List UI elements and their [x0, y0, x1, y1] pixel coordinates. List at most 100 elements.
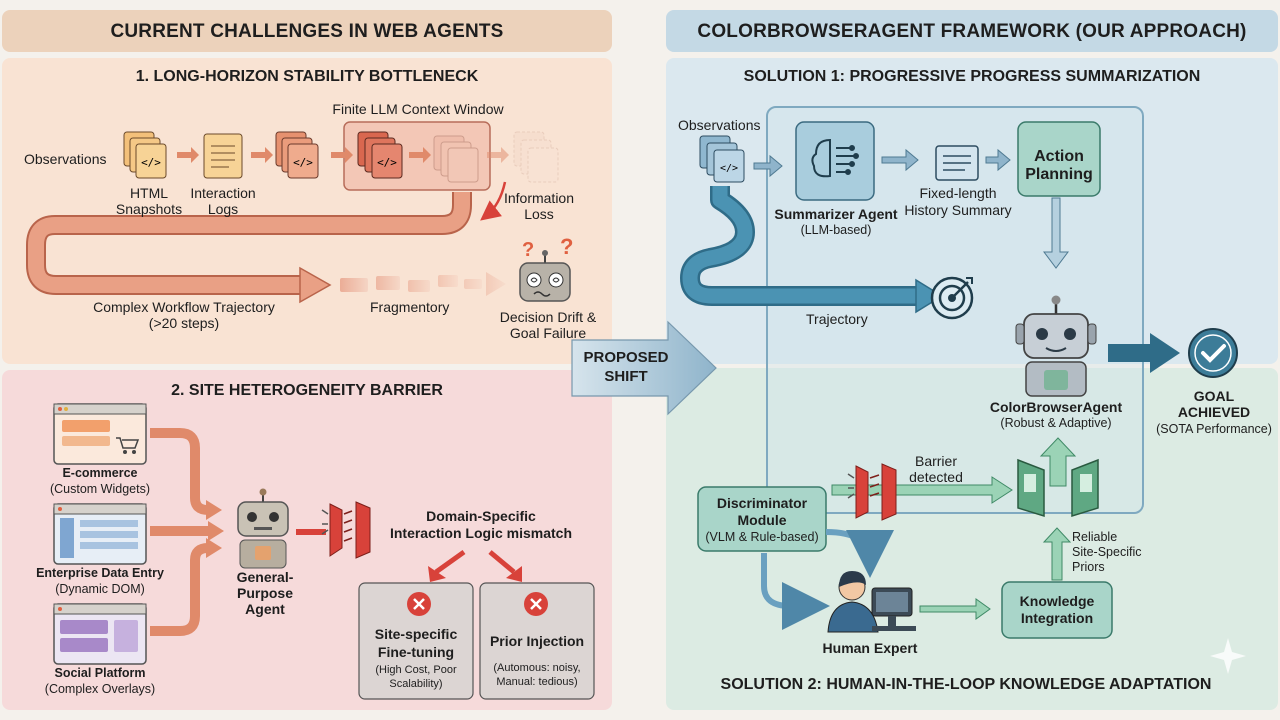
- door-icon: [1017, 458, 1099, 518]
- summarizer-name: Summarizer Agent: [774, 206, 898, 222]
- interaction-logs-label-2: Logs: [207, 201, 239, 217]
- site-social-detail: (Complex Overlays): [44, 682, 156, 696]
- mismatch-label-1: Domain-Specific: [426, 508, 536, 524]
- mismatch-label-2: Interaction Logic mismatch: [389, 525, 573, 541]
- site-enterprise-detail: (Dynamic DOM): [55, 582, 145, 596]
- action-planning-label-1: Action: [1034, 148, 1084, 165]
- barrier-label-2: detected: [909, 469, 963, 485]
- code-file-icon: </>: [357, 131, 403, 179]
- robot-icon: [1015, 295, 1097, 397]
- error-icon: [407, 592, 431, 616]
- section1-title: 1. LONG-HORIZON STABILITY BOTTLENECK: [135, 68, 479, 85]
- trajectory-label-1: Complex Workflow Trajectory: [93, 299, 275, 315]
- information-loss-label-2: Loss: [524, 206, 554, 222]
- goal-detail: (SOTA Performance): [1156, 422, 1272, 436]
- knowledge-label-2: Integration: [1020, 610, 1094, 626]
- site-ecommerce-name: E-commerce: [62, 466, 138, 480]
- site-ecommerce-detail: (Custom Widgets): [49, 482, 151, 496]
- human-expert-label: Human Expert: [822, 640, 918, 656]
- svg-text:</>: </>: [720, 163, 738, 174]
- priors-label-2: Site-Specific: [1072, 545, 1142, 559]
- code-file-icon: </>: [275, 131, 319, 179]
- code-file-icon: [433, 135, 479, 183]
- code-file-icon: </>: [123, 131, 167, 179]
- goal-label-2: ACHIEVED: [1177, 404, 1251, 420]
- html-snapshots-label-2: Snapshots: [115, 201, 183, 217]
- history-label-1: Fixed-length: [919, 185, 997, 201]
- barrier-label-1: Barrier: [914, 453, 957, 469]
- wall-icon: [321, 501, 371, 559]
- trajectory-right-label: Trajectory: [806, 311, 868, 327]
- fine-tuning-detail-1: (High Cost, Poor: [375, 664, 457, 676]
- general-agent-label-3: Agent: [245, 601, 285, 617]
- prior-injection-title: Prior Injection: [489, 633, 585, 649]
- solution1-title: SOLUTION 1: PROGRESSIVE PROGRESS SUMMARI…: [743, 68, 1201, 85]
- action-planning-box: [1017, 121, 1101, 197]
- priors-label-3: Priors: [1072, 560, 1105, 574]
- discriminator-box: [697, 486, 827, 552]
- left-header: CURRENT CHALLENGES IN WEB AGENTS: [110, 21, 504, 42]
- browser-window-icon: [53, 503, 147, 565]
- general-agent-label-2: Purpose: [236, 585, 293, 601]
- prior-injection-box: [479, 582, 595, 700]
- discriminator-label-1: Discriminator: [716, 495, 808, 511]
- fragmented-trajectory: [340, 272, 506, 296]
- robot-icon: [237, 488, 289, 569]
- svg-text:</>: </>: [141, 156, 161, 169]
- brain-icon: [811, 138, 859, 178]
- agent-detail: (Robust & Adaptive): [1000, 416, 1112, 430]
- document-icon: [935, 145, 979, 181]
- knowledge-box: [1001, 581, 1113, 639]
- fine-tuning-title-1: Site-specific: [374, 626, 458, 642]
- fine-tuning-title-2: Fine-tuning: [377, 644, 455, 660]
- right-header: COLORBROWSERAGENT FRAMEWORK (OUR APPROAC…: [697, 21, 1247, 42]
- discriminator-label-3: (VLM & Rule-based): [705, 530, 819, 544]
- user-icon: [827, 571, 916, 633]
- trajectory-label-2: (>20 steps): [148, 315, 220, 331]
- svg-text:</>: </>: [293, 156, 313, 169]
- priors-label-1: Reliable: [1072, 530, 1118, 544]
- agent-name: ColorBrowserAgent: [989, 399, 1123, 415]
- wall-icon: [847, 463, 897, 521]
- browser-window-icon: [53, 603, 147, 665]
- history-label-2: History Summary: [904, 202, 1012, 218]
- section2-title: 2. SITE HETEROGENEITY BARRIER: [171, 382, 443, 399]
- shift-label-2: SHIFT: [604, 368, 648, 385]
- svg-text:?: ?: [522, 239, 534, 261]
- summarizer-detail: (LLM-based): [800, 223, 872, 237]
- browser-window-icon: [53, 403, 147, 465]
- prior-injection-detail-2: Manual: tedious): [496, 676, 578, 688]
- target-icon: [930, 276, 974, 320]
- context-window-label: Finite LLM Context Window: [332, 101, 504, 117]
- svg-text:</>: </>: [377, 156, 397, 169]
- fine-tuning-box: [358, 582, 474, 700]
- code-file-icon: [513, 131, 559, 183]
- robot-icon: ? ?: [519, 234, 573, 302]
- action-planning-label-2: Planning: [1025, 166, 1093, 183]
- shift-label-1: PROPOSED: [583, 349, 669, 366]
- information-loss-label-1: Information: [503, 190, 575, 206]
- prior-injection-detail-1: (Automous: noisy,: [493, 662, 581, 674]
- fragmentory-label: Fragmentory: [370, 299, 450, 315]
- summarizer-box: [795, 121, 875, 201]
- left-header-bar: [2, 10, 612, 52]
- right-header-bar: [666, 10, 1278, 52]
- checkmark-icon: [1188, 328, 1238, 378]
- proposed-shift-arrow: [571, 320, 717, 416]
- goal-label-1: GOAL: [1193, 388, 1235, 404]
- fine-tuning-detail-2: Scalability): [389, 678, 443, 690]
- discriminator-label-2: Module: [737, 512, 787, 528]
- html-snapshots-label-1: HTML: [129, 185, 169, 201]
- error-icon: [524, 592, 548, 616]
- interaction-logs-label-1: Interaction: [190, 185, 256, 201]
- observations-label-right: Observations: [678, 117, 761, 133]
- general-agent-label-1: General-: [236, 569, 294, 585]
- left-top-panel: [2, 58, 612, 364]
- knowledge-label-1: Knowledge: [1019, 593, 1095, 609]
- decision-drift-label-2: Goal Failure: [509, 325, 587, 341]
- observations-label: Observations: [24, 151, 107, 167]
- site-enterprise-name: Enterprise Data Entry: [36, 566, 164, 580]
- site-social-name: Social Platform: [54, 666, 146, 680]
- solution2-title: SOLUTION 2: HUMAN-IN-THE-LOOP KNOWLEDGE …: [720, 676, 1212, 693]
